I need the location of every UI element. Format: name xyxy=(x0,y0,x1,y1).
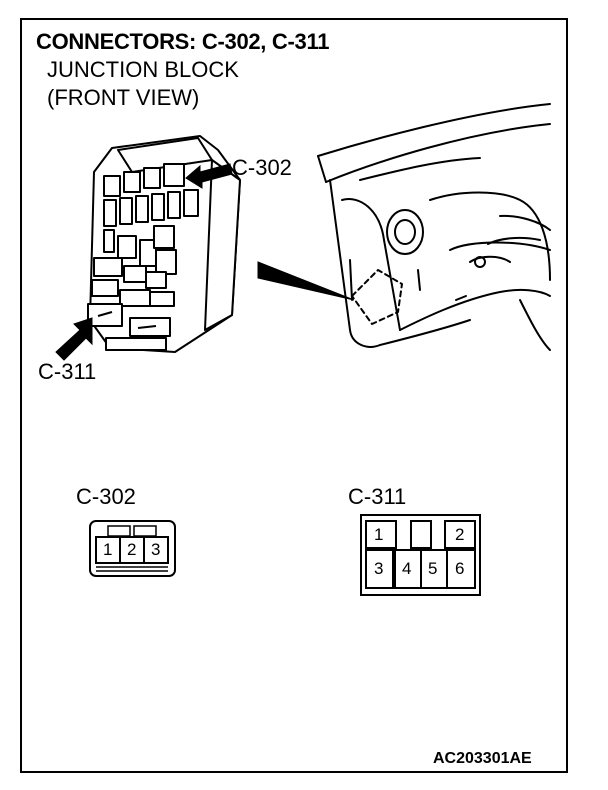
c311-pin-cell-4 xyxy=(394,549,422,589)
callout-arrows xyxy=(55,163,233,361)
c311-connector-label: C-311 xyxy=(348,484,407,509)
c302-pin-cell-3 xyxy=(143,536,169,564)
callout-c311-label: C-311 xyxy=(38,359,97,384)
diagram-frame xyxy=(20,18,568,773)
c311-pin-2: 2 xyxy=(455,525,465,544)
connector-c311 xyxy=(360,514,481,596)
c311-pin-cell-3 xyxy=(365,549,394,589)
c311-pin-cell-2 xyxy=(444,520,476,549)
c311-pin-cell-5 xyxy=(420,549,448,589)
c311-pin-4: 4 xyxy=(402,559,412,578)
subtitle-junction-block: JUNCTION BLOCK xyxy=(47,57,239,82)
c311-pin-3: 3 xyxy=(374,559,384,578)
page-title: CONNECTORS: C-302, C-311 xyxy=(36,29,330,54)
c311-pin-5: 5 xyxy=(428,559,438,578)
c302-pin-3: 3 xyxy=(151,540,161,559)
c311-pin-cell-6 xyxy=(446,549,476,589)
subtitle-front-view: (FRONT VIEW) xyxy=(47,85,200,110)
c311-pin-cell-1 xyxy=(365,520,397,549)
c302-pin-cell-1 xyxy=(95,536,121,564)
callout-c302-label: C-302 xyxy=(232,155,292,180)
c302-connector-label: C-302 xyxy=(76,484,136,509)
connector-c302 xyxy=(89,520,176,577)
c311-pin-6: 6 xyxy=(455,559,465,578)
reference-code: AC203301AE xyxy=(433,750,532,767)
c302-arrow xyxy=(185,163,233,189)
c311-key-slot xyxy=(410,520,432,549)
c311-arrow xyxy=(55,317,93,361)
c302-pin-2: 2 xyxy=(127,540,137,559)
junction-location-highlight xyxy=(351,269,403,325)
location-pointer xyxy=(257,261,355,301)
dashboard-illustration xyxy=(317,103,551,351)
c311-pin-1: 1 xyxy=(374,525,384,544)
c302-pin-1: 1 xyxy=(103,540,113,559)
junction-block-illustration xyxy=(87,135,241,353)
